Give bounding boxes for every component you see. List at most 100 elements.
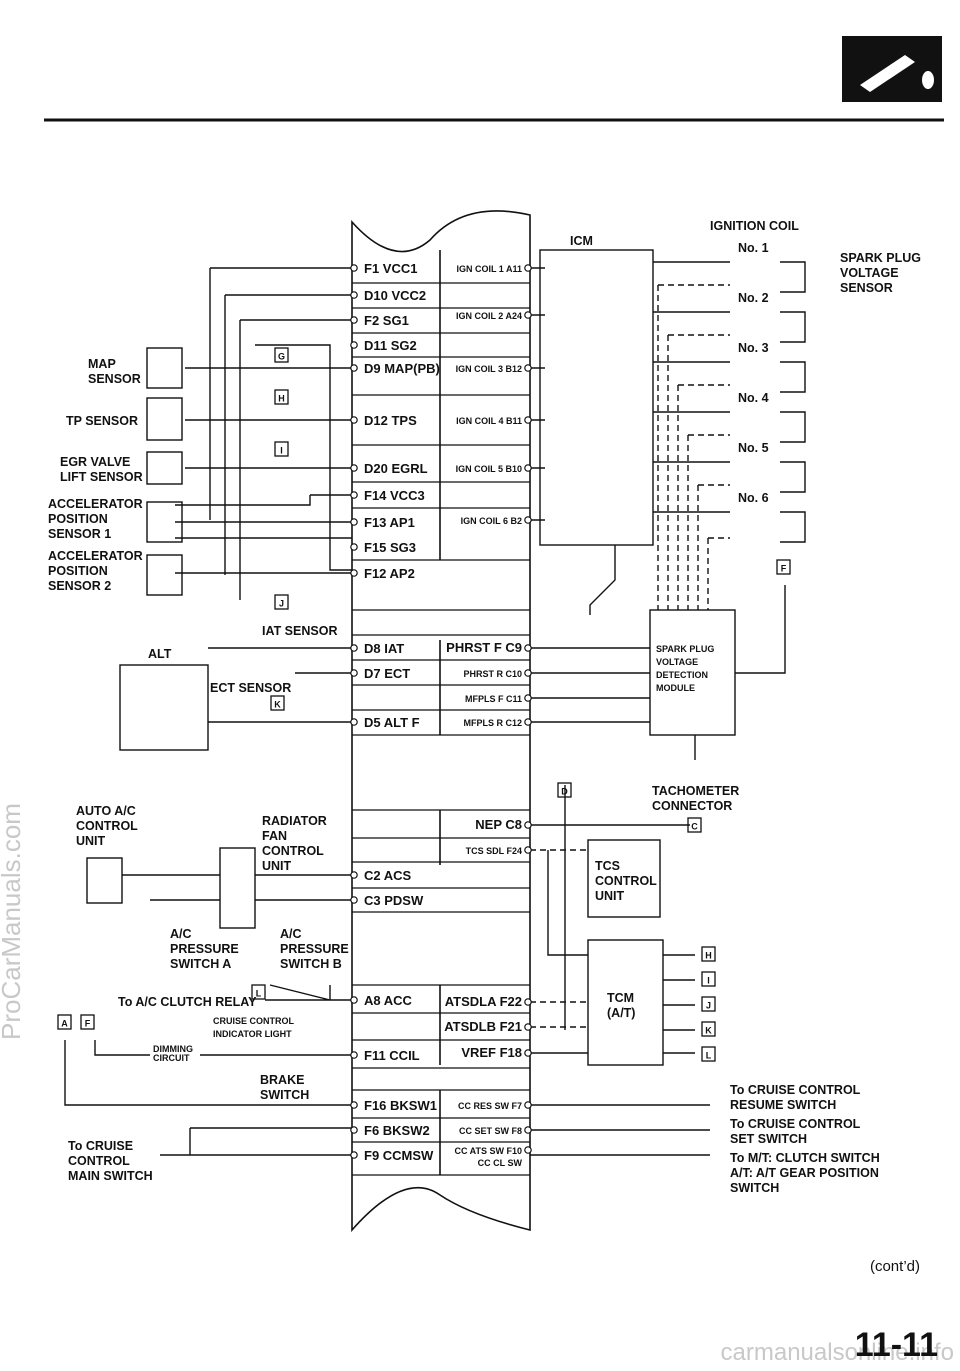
spdm-label-line-3: MODULE [656, 683, 695, 693]
tag-a-frame [57, 1014, 72, 1030]
continued-note: (cont’d) [869, 1258, 920, 1275]
tag-f2: F [85, 1019, 91, 1029]
tag-f: F [781, 564, 787, 574]
tag-tcm-4: L [706, 1051, 712, 1061]
ecm-terminal-right-4 [524, 464, 532, 472]
ecm-pin-right-8: MFPLS F C11 [465, 694, 522, 704]
ecm-pin-right-12: ATSDLA F22 [445, 994, 522, 1009]
ecm-terminal-right-10 [524, 821, 532, 829]
tag-l: L [256, 989, 262, 999]
ecm-terminal-right-5 [524, 516, 532, 524]
clutch-relay-label: To A/C CLUTCH RELAY [118, 995, 257, 1009]
tag-tcm-4-frame [701, 1046, 716, 1062]
ecm-terminal-left-0 [350, 264, 358, 272]
ecm-terminal-left-4 [350, 364, 358, 372]
ecm-terminal-left-13 [350, 718, 358, 726]
ecm-terminal-right-9 [524, 718, 532, 726]
aps1-label-line-1: POSITION [48, 512, 108, 526]
tag-tcm-3-frame [701, 1021, 716, 1037]
ecm-terminal-right-11 [524, 846, 532, 854]
ac-switch-a-label-line-1: PRESSURE [170, 942, 239, 956]
tag-j-frame [274, 594, 289, 610]
ecm-pin-left-0: F1 VCC1 [364, 261, 417, 276]
cruise-set-label-line-0: To CRUISE CONTROL [730, 1117, 861, 1131]
brake-switch-label-line-0: BRAKE [260, 1073, 304, 1087]
cruise-main-label-line-2: MAIN SWITCH [68, 1169, 153, 1183]
ecm-terminal-left-8 [350, 518, 358, 526]
cruise-main-label-line-1: CONTROL [68, 1154, 130, 1168]
spdm-label-line-2: DETECTION [656, 670, 708, 680]
ecm-pin-left-2: F2 SG1 [364, 313, 409, 328]
aps1-label-line-0: ACCELERATOR [48, 497, 143, 511]
cruise-light-label-line-0: CRUISE CONTROL [213, 1016, 295, 1026]
coil-label-3: No. 4 [738, 391, 769, 405]
ecm-pin-left-3: D11 SG2 [364, 338, 417, 353]
dimming-label-line-0: DIMMING [153, 1044, 193, 1054]
ecm-pin-right-1: IGN COIL 2 A24 [456, 311, 522, 321]
ecm-terminal-left-18 [350, 1101, 358, 1109]
fan-unit-label-line-2: CONTROL [262, 844, 324, 858]
tag-tcm-1-frame [701, 971, 716, 987]
ac-switch-a-label-line-0: A/C [170, 927, 192, 941]
tag-d: D [561, 787, 568, 797]
ecm-pin-left-15: C3 PDSW [364, 893, 424, 908]
ecm-terminal-left-1 [350, 291, 358, 299]
ecm-pin-left-18: F16 BKSW1 [364, 1098, 437, 1113]
tcm-label-line-1: (A/T) [607, 1006, 635, 1020]
ecm-terminal-left-15 [350, 896, 358, 904]
ac-switch-b-label-line-2: SWITCH B [280, 957, 342, 971]
tacho-label-line-0: TACHOMETER [652, 784, 739, 798]
ecm-terminal-right-1 [524, 311, 532, 319]
spark-plug-sensor-label-line-1: VOLTAGE [840, 266, 899, 280]
ecm-pin-right-5: IGN COIL 6 B2 [461, 516, 522, 526]
ecm-terminal-right-14 [524, 1049, 532, 1057]
ecm-pin-right-9: MFPLS R C12 [463, 718, 522, 728]
ecm-pin-right-6: PHRST F C9 [446, 640, 522, 655]
ecm-terminal-right-13 [524, 1023, 532, 1031]
spark-plug-sensor-label-line-2: SENSOR [840, 281, 893, 295]
fan-unit-label-line-1: FAN [262, 829, 287, 843]
page-number: 11-11 [854, 1326, 938, 1364]
ecm-terminal-right-15 [524, 1101, 532, 1109]
ac-switch-a-label-line-2: SWITCH A [170, 957, 231, 971]
icm-label: ICM [570, 234, 593, 248]
tag-c: C [691, 822, 698, 832]
ac-switch-b-label-line-0: A/C [280, 927, 302, 941]
aps2-label-line-0: ACCELERATOR [48, 549, 143, 563]
ecm-terminal-left-14 [350, 871, 358, 879]
ecm-terminal-right-7 [524, 669, 532, 677]
ecm-pin-left-13: D5 ALT F [364, 715, 420, 730]
ignition-coil-label: IGNITION COIL [710, 219, 799, 233]
tag-i: I [280, 446, 283, 456]
ecm-terminal-left-7 [350, 491, 358, 499]
ecm-terminal-left-12 [350, 669, 358, 677]
ecm-pin-left-1: D10 VCC2 [364, 288, 426, 303]
ect-sensor-label: ECT SENSOR [210, 681, 291, 695]
ecm-pin-right-10: NEP C8 [475, 817, 522, 832]
coil-label-0: No. 1 [738, 241, 769, 255]
mt-clutch-label-line-0: To M/T: CLUTCH SWITCH [730, 1151, 880, 1165]
coil-label-4: No. 5 [738, 441, 769, 455]
ecm-pin-left-7: F14 VCC3 [364, 488, 425, 503]
brake-switch-label-line-1: SWITCH [260, 1088, 309, 1102]
watermark-bottom: carmanualsonline.info [720, 1339, 954, 1366]
tag-tcm-1: I [707, 976, 710, 986]
ecm-pin-right-13: ATSDLB F21 [444, 1019, 522, 1034]
ecm-pin-left-8: F13 AP1 [364, 515, 415, 530]
map-sensor-label-line-0: MAP [88, 357, 116, 371]
fuel-system-icon [842, 36, 942, 102]
ecm-terminal-right-0 [524, 264, 532, 272]
coil-label-1: No. 2 [738, 291, 769, 305]
auto-ac-label-line-2: UNIT [76, 834, 106, 848]
tag-c-frame [687, 817, 702, 833]
ecm-pin-left-20: F9 CCMSW [364, 1148, 434, 1163]
ecm-terminal-left-11 [350, 644, 358, 652]
tag-k: K [274, 700, 281, 710]
mt-clutch-label-line-1: A/T: A/T GEAR POSITION [730, 1166, 879, 1180]
ecm-terminal-left-17 [350, 1051, 358, 1059]
ecm-pin-left-4: D9 MAP(PB) [364, 361, 440, 376]
tag-g-frame [274, 347, 289, 363]
cruise-set-label-line-1: SET SWITCH [730, 1132, 807, 1146]
tp-sensor-label: TP SENSOR [66, 414, 138, 428]
tag-tcm-2: J [706, 1001, 711, 1011]
